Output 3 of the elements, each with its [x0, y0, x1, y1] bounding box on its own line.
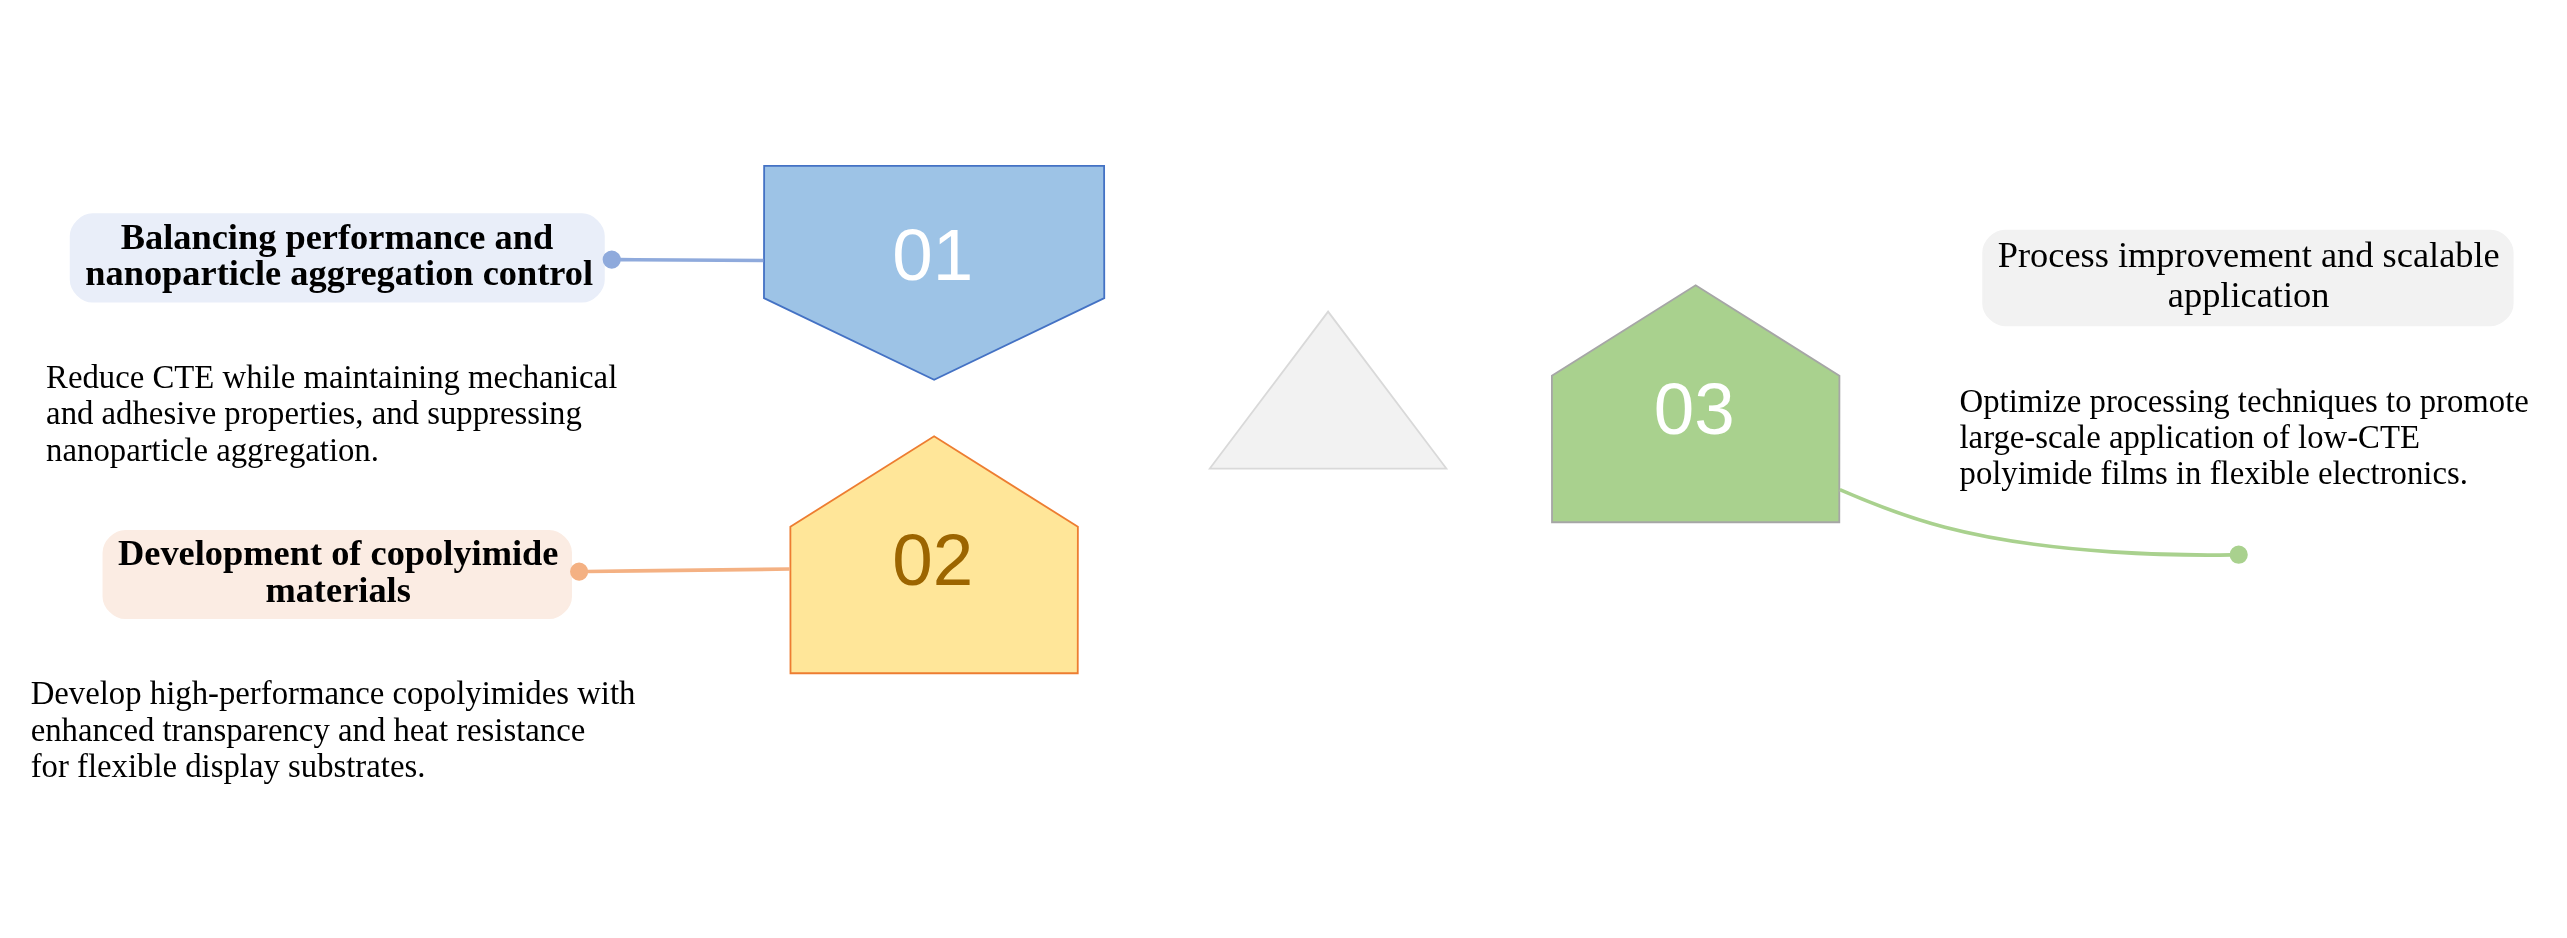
node-label: Reduce CTE while maintaining mechanical and adhesive properties, and suppressing nanoparticle aggregation. [46, 358, 618, 468]
node-label: Develop high-performance copolyimides with enhanced transparency and heat resistance for flexible display substrates. [30, 675, 636, 785]
node-label: Optimize processing techniques to promote large-scale application of low-CTE polyimide films in flexible electronics. [1959, 382, 2529, 492]
